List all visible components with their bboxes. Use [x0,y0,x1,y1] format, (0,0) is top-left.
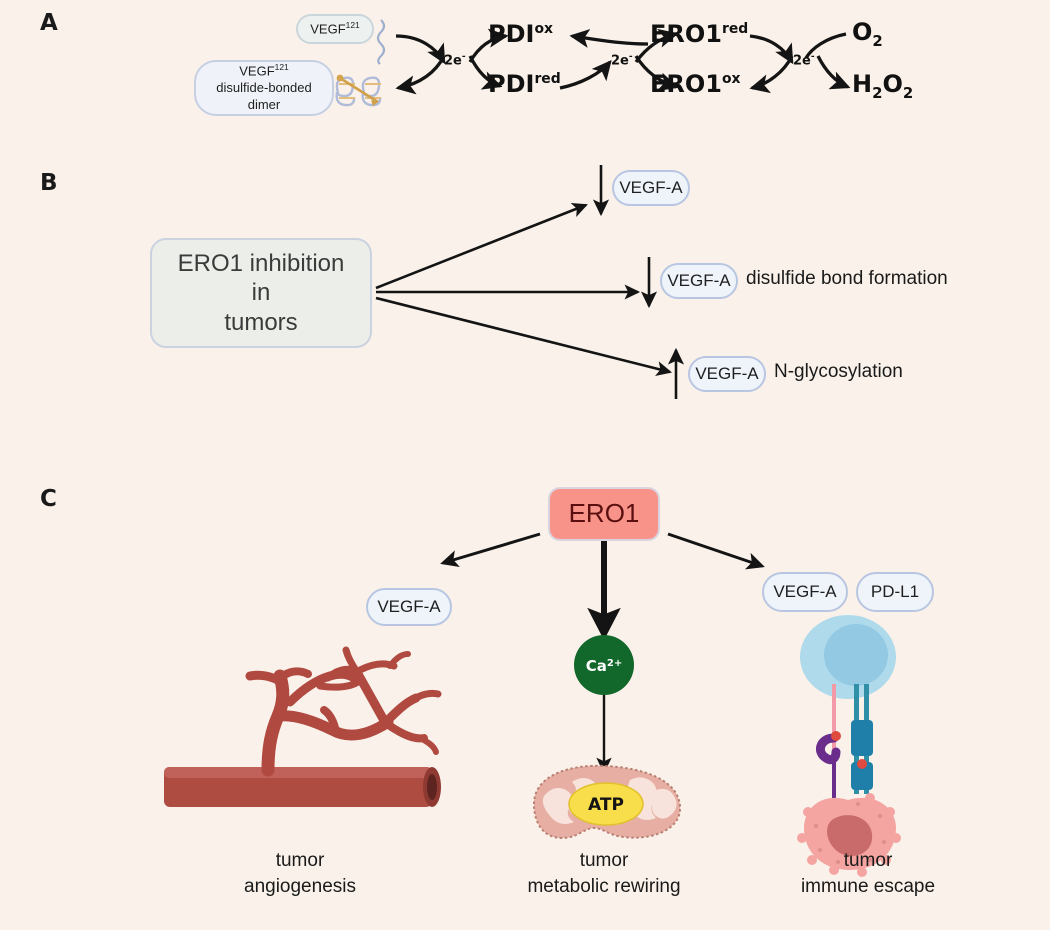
disulfide-bonded-dimer-icon [335,74,382,107]
calcium-ion-icon: Ca2+ [574,635,634,695]
panel-b-node-vegf-a-1: VEGF-A [612,170,690,206]
panel-label-c: C [40,486,58,512]
panel-b-arrows [375,165,685,399]
blood-vessel-sprouting-icon [164,646,442,807]
vegf121-dimer-line3: dimer [247,97,281,113]
vegf121-monomer-label: VEGF121 [310,19,360,37]
panel-label-b: B [40,170,59,196]
calcium-ion-label: Ca2+ [586,657,622,675]
ero1-box: ERO1 [548,487,660,541]
panel-label-a: A [40,10,59,36]
panel-b-node-vegf-a-3: VEGF-A [688,356,766,392]
atp-label: ATP [588,795,624,815]
caption-tumor-immune-escape: tumor immune escape [800,850,936,897]
panel-c-node-vegf-a-left: VEGF-A [366,588,452,626]
ero1-inhibition-line3: tumors [224,308,298,336]
species-o2: O2 [852,18,883,50]
species-ero1-red: ERO1red [650,20,749,48]
panel-c-node-vegf-a-right: VEGF-A [762,572,848,612]
species-pdi-ox: PDIox [488,20,553,48]
electron-label-3: 2e- [793,52,815,69]
panel-a-reaction-arrows [395,28,851,95]
vegf121-dimer-line1: VEGF121 [239,62,289,79]
caption-tumor-angiogenesis: tumor angiogenesis [244,850,356,897]
vegf121-dimer-node: VEGF121 disulfide-bonded dimer [194,60,334,116]
ero1-inhibition-line1: ERO1 inhibition [177,250,345,278]
electron-label-2: 2e- [611,52,633,69]
ero1-inhibition-line2: in [251,279,271,307]
panel-b-text-n-glycosylation: N-glycosylation [774,361,903,382]
species-h2o2: H2O2 [852,70,914,102]
species-pdi-red: PDIred [488,70,561,98]
unfolded-peptide-chain-icon [376,19,386,65]
caption-tumor-metabolic-rewiring: tumor metabolic rewiring [527,850,681,897]
vegf121-monomer-node: VEGF121 [296,14,374,44]
ero1-inhibition-box: ERO1 inhibition in tumors [150,238,372,348]
species-ero1-ox: ERO1ox [650,70,741,98]
immune-cell-tumor-cell-icon [797,615,901,877]
panel-b-node-vegf-a-2: VEGF-A [660,263,738,299]
panel-c-node-pd-l1: PD-L1 [856,572,934,612]
electron-label-1: 2e- [444,52,466,69]
panel-b-text-disulfide-bond-formation: disulfide bond formation [746,268,948,289]
vegf121-dimer-line2: disulfide-bonded [216,80,312,96]
mitochondrion-icon: ATP [532,764,682,840]
